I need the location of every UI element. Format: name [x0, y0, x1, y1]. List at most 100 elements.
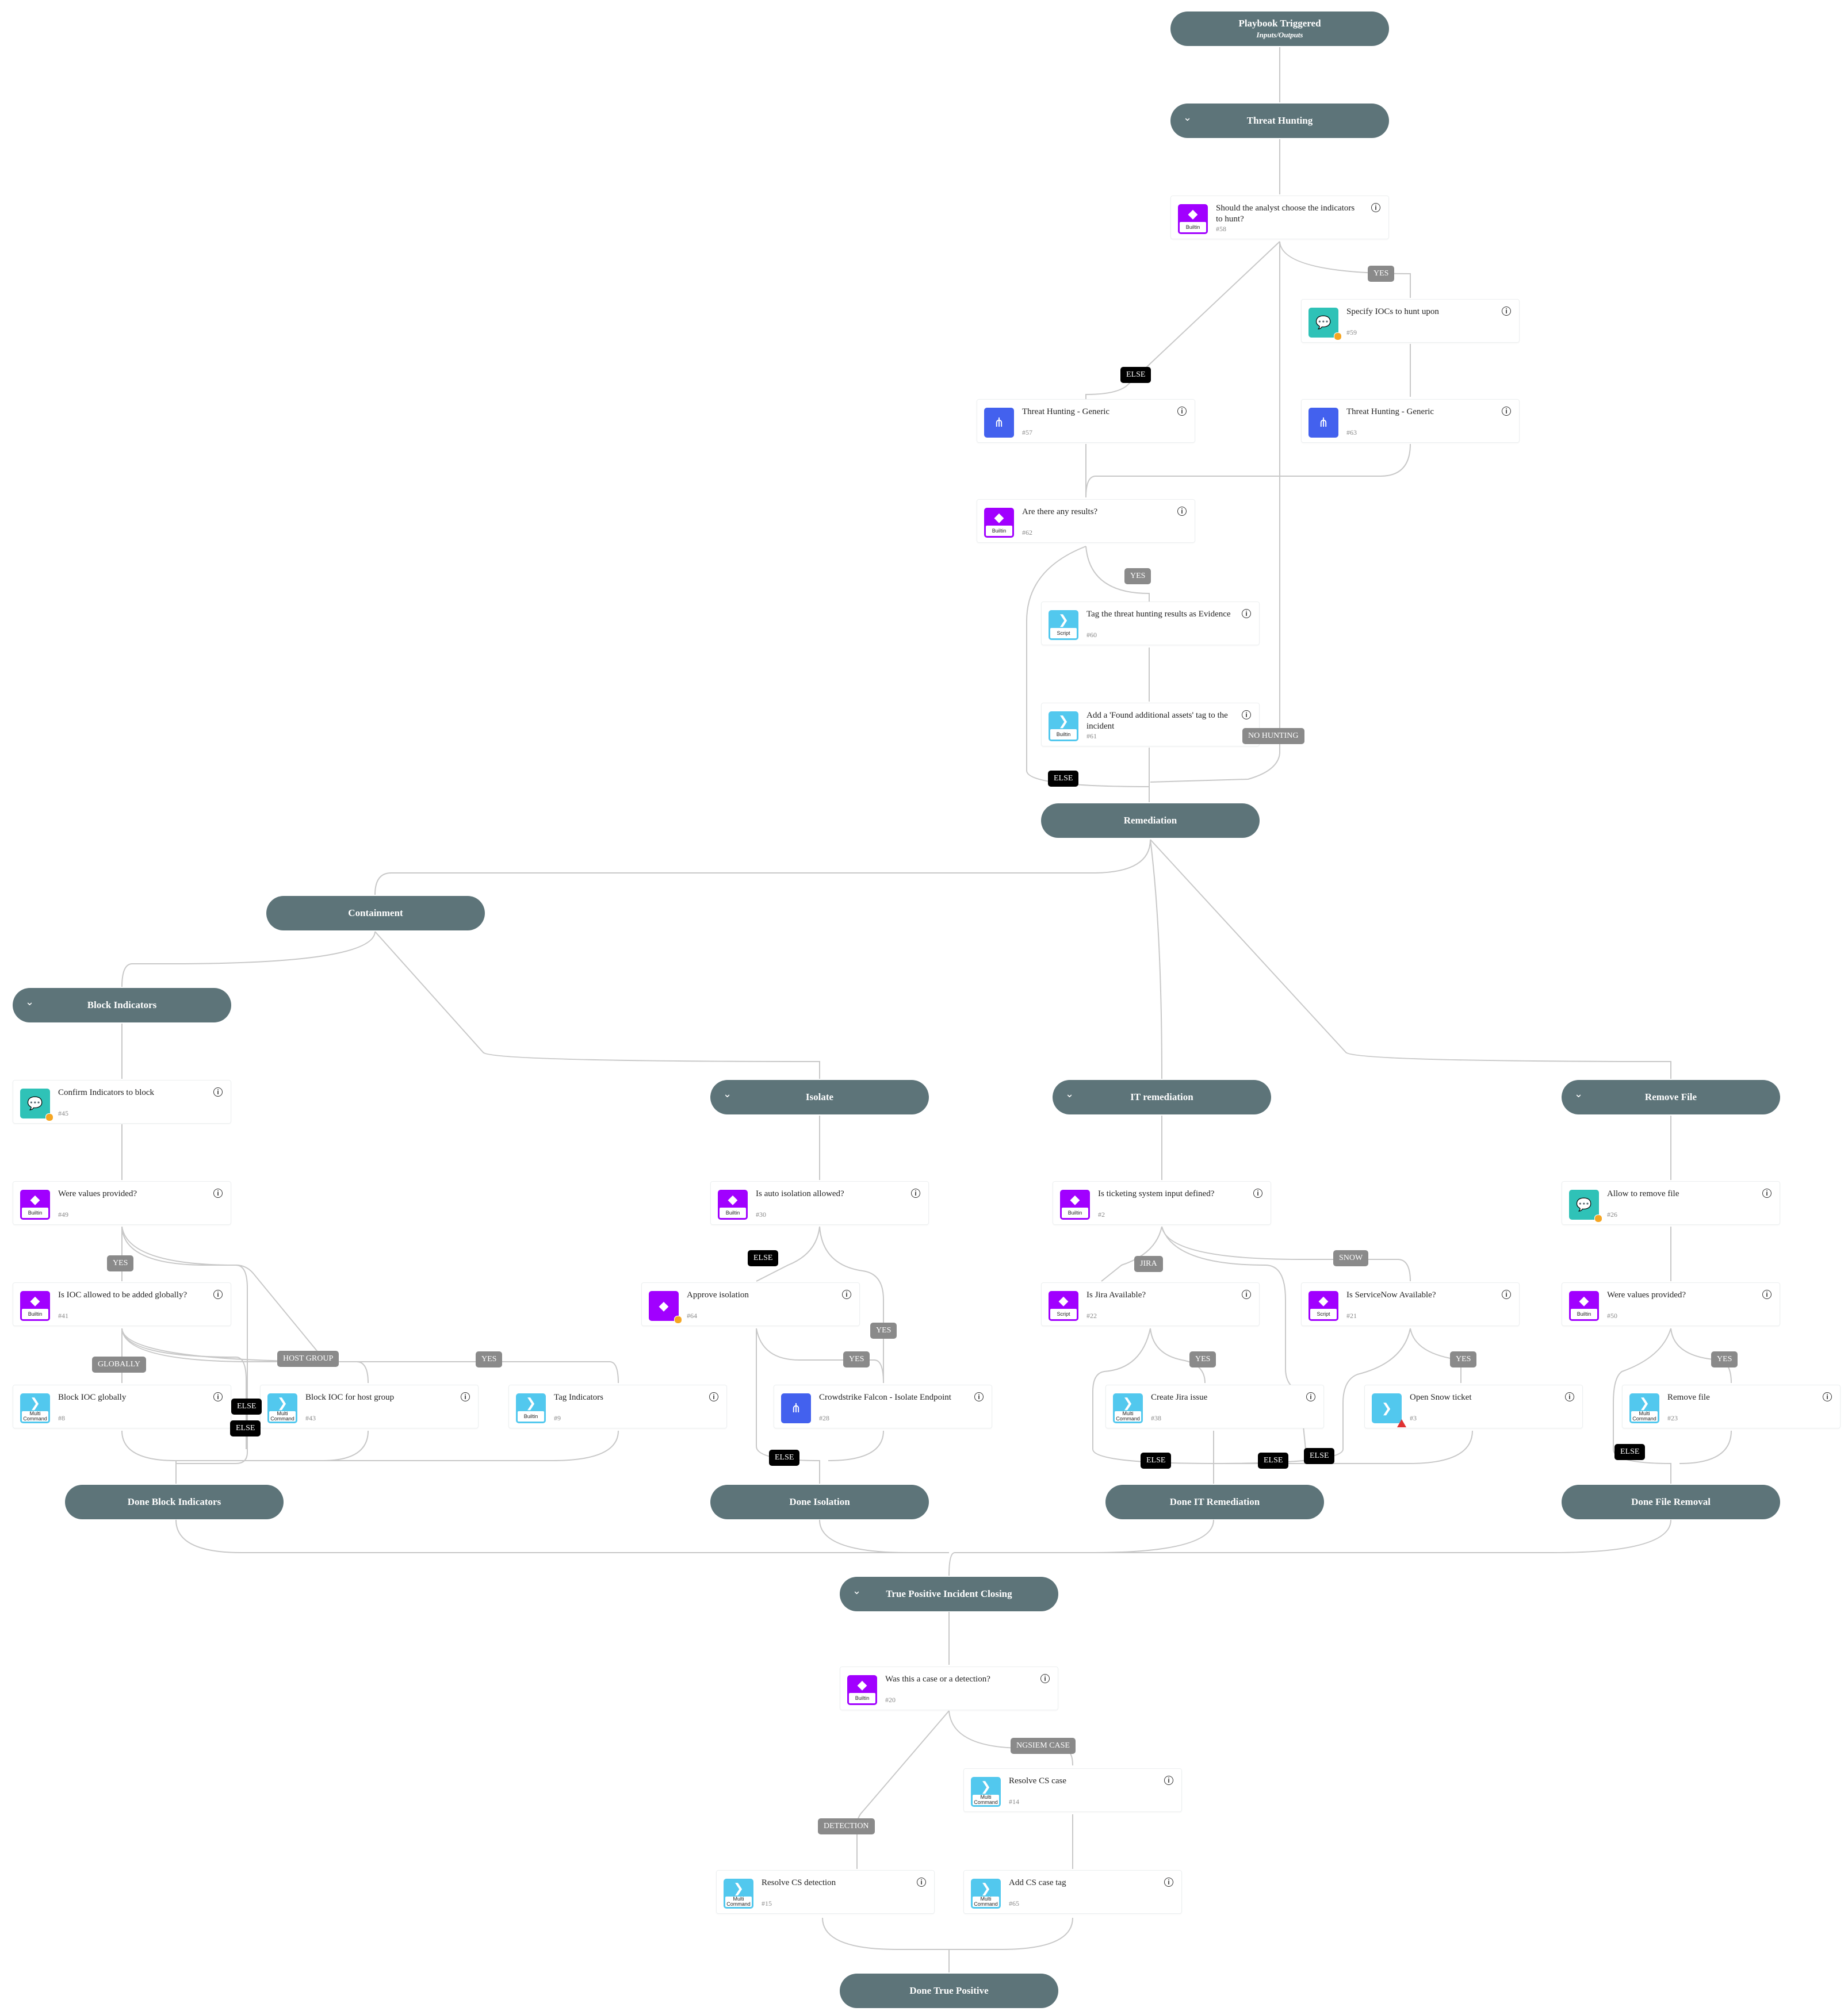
task-3[interactable]: ❯ Open Snow ticket #3 i [1364, 1385, 1583, 1428]
section-it-remediation[interactable]: ⌄ IT remediation [1053, 1080, 1271, 1114]
info-icon[interactable]: i [1040, 1674, 1050, 1683]
info-icon[interactable]: i [213, 1189, 223, 1198]
task-8[interactable]: ❯Multi Command Block IOC globally #8 i [13, 1385, 231, 1428]
section-isolate[interactable]: ⌄ Isolate [710, 1080, 929, 1114]
task-name: Confirm Indicators to block [58, 1088, 155, 1097]
task-64[interactable]: ◆ Approve isolation #64 i [641, 1282, 860, 1326]
task-id: #49 [58, 1210, 68, 1219]
chevron-down-icon[interactable]: ⌄ [1574, 1088, 1583, 1100]
task-38[interactable]: ❯Multi Command Create Jira issue #38 i [1105, 1385, 1324, 1428]
section-remove-file[interactable]: ⌄ Remove File [1562, 1080, 1780, 1114]
chevron-down-icon[interactable]: ⌄ [723, 1088, 732, 1100]
section-remediation[interactable]: Remediation [1041, 803, 1260, 838]
task-61[interactable]: ❯Builtin Add a 'Found additional assets'… [1041, 703, 1260, 746]
section-threat-hunting[interactable]: ⌄ Threat Hunting [1170, 104, 1389, 138]
info-icon[interactable]: i [1253, 1189, 1262, 1198]
info-icon[interactable]: i [1242, 609, 1251, 618]
section-true-positive-closing[interactable]: ⌄ True Positive Incident Closing [840, 1577, 1058, 1611]
task-name: Resolve CS case [1009, 1776, 1066, 1786]
info-icon[interactable]: i [1164, 1776, 1173, 1785]
info-icon[interactable]: i [1502, 407, 1511, 416]
info-icon[interactable]: i [1306, 1392, 1315, 1401]
task-name: Approve isolation [687, 1290, 749, 1300]
chevron-down-icon[interactable]: ⌄ [1183, 112, 1192, 123]
info-icon[interactable]: i [1565, 1392, 1574, 1401]
task-62[interactable]: ◆Builtin Are there any results? #62 i [977, 499, 1195, 543]
task-22[interactable]: ◆Script Is Jira Available? #22 i [1041, 1282, 1260, 1326]
section-containment[interactable]: Containment [266, 896, 485, 930]
multi-command-badge: Multi Command [1631, 1411, 1658, 1422]
task-57[interactable]: ⋔ Threat Hunting - Generic #57 i [977, 399, 1195, 443]
info-icon[interactable]: i [709, 1392, 718, 1401]
info-icon[interactable]: i [1177, 407, 1187, 416]
task-28[interactable]: ⋔ Crowdstrike Falcon - Isolate Endpoint … [774, 1385, 992, 1428]
warning-icon [1334, 332, 1342, 340]
task-15[interactable]: ❯Multi Command Resolve CS detection #15 … [716, 1870, 935, 1914]
chevron-down-icon[interactable]: ⌄ [1065, 1088, 1074, 1100]
info-icon[interactable]: i [1177, 507, 1187, 516]
info-icon[interactable]: i [213, 1087, 223, 1097]
task-43[interactable]: ❯Multi Command Block IOC for host group … [260, 1385, 479, 1428]
info-icon[interactable]: i [1502, 307, 1511, 316]
multi-command-badge: Multi Command [22, 1411, 48, 1422]
task-26[interactable]: 💬 Allow to remove file #26 i [1562, 1181, 1780, 1225]
task-id: #22 [1086, 1312, 1097, 1320]
task-name: Threat Hunting - Generic [1346, 407, 1434, 416]
info-icon[interactable]: i [974, 1392, 984, 1401]
inputs-outputs-link[interactable]: Inputs/Outputs [1256, 30, 1303, 39]
done-file-removal[interactable]: Done File Removal [1562, 1485, 1780, 1519]
info-icon[interactable]: i [1371, 203, 1380, 212]
task-2[interactable]: ◆Builtin Is ticketing system input defin… [1053, 1181, 1271, 1225]
info-icon[interactable]: i [1823, 1392, 1832, 1401]
section-block-indicators[interactable]: ⌄ Block Indicators [13, 988, 231, 1022]
edge-label-host-group: HOST GROUP [277, 1351, 339, 1367]
task-9[interactable]: ❯Builtin Tag Indicators #9 i [508, 1385, 727, 1428]
task-41[interactable]: ◆Builtin Is IOC allowed to be added glob… [13, 1282, 231, 1326]
task-21[interactable]: ◆Script Is ServiceNow Available? #21 i [1301, 1282, 1520, 1326]
info-icon[interactable]: i [1762, 1189, 1772, 1198]
task-50[interactable]: ◆Builtin Were values provided? #50 i [1562, 1282, 1780, 1326]
edge-label-else: ELSE [1258, 1453, 1289, 1469]
info-icon[interactable]: i [461, 1392, 470, 1401]
task-20[interactable]: ◆Builtin Was this a case or a detection?… [840, 1667, 1058, 1710]
task-63[interactable]: ⋔ Threat Hunting - Generic #63 i [1301, 399, 1520, 443]
condition-icon: ◆Builtin [847, 1675, 877, 1705]
section-containment-title: Containment [348, 907, 403, 918]
info-icon[interactable]: i [1242, 710, 1251, 719]
chevron-down-icon[interactable]: ⌄ [852, 1585, 862, 1596]
info-icon[interactable]: i [213, 1392, 223, 1401]
task-name: Is ticketing system input defined? [1098, 1189, 1215, 1198]
task-name: Is IOC allowed to be added globally? [58, 1290, 188, 1300]
builtin-badge: Builtin [1062, 1208, 1088, 1218]
task-45[interactable]: 💬 Confirm Indicators to block #45 i [13, 1080, 231, 1124]
task-59[interactable]: 💬 Specify IOCs to hunt upon #59 i [1301, 299, 1520, 343]
task-49[interactable]: ◆Builtin Were values provided? #49 i [13, 1181, 231, 1225]
info-icon[interactable]: i [1242, 1290, 1251, 1299]
task-id: #8 [58, 1414, 65, 1422]
chat-icon: 💬 [1569, 1190, 1602, 1223]
info-icon[interactable]: i [1762, 1290, 1772, 1299]
task-60[interactable]: ❯Script Tag the threat hunting results a… [1041, 602, 1260, 645]
task-65[interactable]: ❯Multi Command Add CS case tag #65 i [963, 1870, 1182, 1914]
task-23[interactable]: ❯Multi Command Remove file #23 i [1622, 1385, 1841, 1428]
info-icon[interactable]: i [917, 1878, 926, 1887]
task-id: #3 [1410, 1414, 1417, 1422]
builtin-badge: Builtin [22, 1309, 48, 1319]
done-true-positive[interactable]: Done True Positive [840, 1974, 1058, 2008]
multi-command-badge: Multi Command [1115, 1411, 1141, 1422]
task-id: #20 [885, 1696, 896, 1704]
chevron-down-icon[interactable]: ⌄ [25, 996, 35, 1008]
done-block-indicators[interactable]: Done Block Indicators [65, 1485, 284, 1519]
info-icon[interactable]: i [1164, 1878, 1173, 1887]
info-icon[interactable]: i [213, 1290, 223, 1299]
info-icon[interactable]: i [842, 1290, 851, 1299]
playbook-triggered[interactable]: Playbook Triggered Inputs/Outputs [1170, 12, 1389, 46]
multi-command-badge: Multi Command [269, 1411, 296, 1422]
info-icon[interactable]: i [911, 1189, 920, 1198]
task-58[interactable]: ◆Builtin Should the analyst choose the i… [1170, 196, 1389, 239]
done-isolation[interactable]: Done Isolation [710, 1485, 929, 1519]
task-14[interactable]: ❯Multi Command Resolve CS case #14 i [963, 1768, 1182, 1812]
task-30[interactable]: ◆Builtin Is auto isolation allowed? #30 … [710, 1181, 929, 1225]
done-it-remediation[interactable]: Done IT Remediation [1105, 1485, 1324, 1519]
info-icon[interactable]: i [1502, 1290, 1511, 1299]
